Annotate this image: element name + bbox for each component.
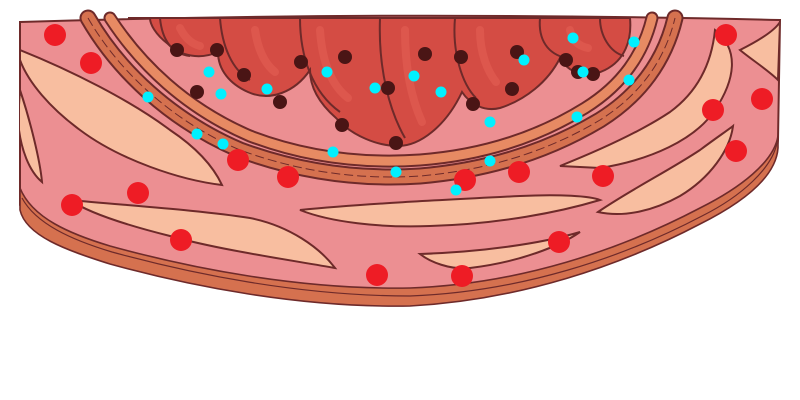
- dark-marker-dot: [335, 118, 349, 132]
- red-marker-dot: [366, 264, 388, 286]
- connective-fibers: [20, 18, 780, 270]
- red-marker-dot: [80, 52, 102, 74]
- outer-muscle-inner-line: [21, 142, 778, 297]
- dark-marker-dot: [210, 43, 224, 57]
- cyan-marker-dot: [217, 138, 229, 150]
- dark-marker-dot: [466, 97, 480, 111]
- dark-marker-dot: [586, 67, 600, 81]
- cyan-marker-dot: [327, 146, 339, 158]
- dark-marker-dot: [418, 47, 432, 61]
- cyan-marker-dot: [567, 32, 579, 44]
- cyan-marker-dot: [203, 66, 215, 78]
- red-marker-dot: [451, 265, 473, 287]
- red-marker-dot-group: [44, 24, 773, 287]
- red-marker-dot: [751, 88, 773, 110]
- dark-marker-dot: [273, 95, 287, 109]
- cyan-marker-dot: [484, 116, 496, 128]
- dark-marker-dot: [381, 81, 395, 95]
- cyan-marker-dot: [408, 70, 420, 82]
- cyan-marker-dot: [571, 111, 583, 123]
- cyan-marker-dot: [623, 74, 635, 86]
- dark-marker-dot: [170, 43, 184, 57]
- cyan-marker-dot: [484, 155, 496, 167]
- dark-marker-dot-group: [170, 43, 600, 150]
- cyan-marker-dot: [435, 86, 447, 98]
- red-marker-dot: [44, 24, 66, 46]
- cyan-marker-dot: [628, 36, 640, 48]
- cyan-marker-dot: [215, 88, 227, 100]
- dark-marker-dot: [237, 68, 251, 82]
- cyan-marker-dot: [261, 83, 273, 95]
- muscle-band-outer-line: [87, 17, 676, 178]
- cyan-marker-dot: [518, 54, 530, 66]
- red-marker-dot: [592, 165, 614, 187]
- red-marker-dot: [127, 182, 149, 204]
- red-marker-dot: [454, 169, 476, 191]
- muscle-band-inner-fill: [105, 13, 657, 166]
- cyan-marker-dot: [142, 91, 154, 103]
- red-marker-dot: [61, 194, 83, 216]
- dark-marker-dot: [510, 45, 524, 59]
- cyan-marker-dot: [390, 166, 402, 178]
- dark-marker-dot: [190, 85, 204, 99]
- red-marker-dot: [715, 24, 737, 46]
- dark-marker-dot: [454, 50, 468, 64]
- red-marker-dot: [725, 140, 747, 162]
- red-marker-dot: [548, 231, 570, 253]
- red-marker-dot: [227, 149, 249, 171]
- red-marker-dot: [702, 99, 724, 121]
- red-marker-dot: [170, 229, 192, 251]
- dark-marker-dot: [559, 53, 573, 67]
- cyan-marker-dot: [191, 128, 203, 140]
- cyan-marker-dot: [369, 82, 381, 94]
- cyan-marker-dot: [321, 66, 333, 78]
- dark-marker-dot: [505, 82, 519, 96]
- dark-marker-dot: [294, 55, 308, 69]
- red-marker-dot: [277, 166, 299, 188]
- dark-marker-dot: [389, 136, 403, 150]
- cyan-marker-dot-group: [142, 32, 640, 196]
- red-marker-dot: [508, 161, 530, 183]
- cyan-marker-dot: [450, 184, 462, 196]
- cyan-marker-dot: [577, 66, 589, 78]
- dark-marker-dot: [338, 50, 352, 64]
